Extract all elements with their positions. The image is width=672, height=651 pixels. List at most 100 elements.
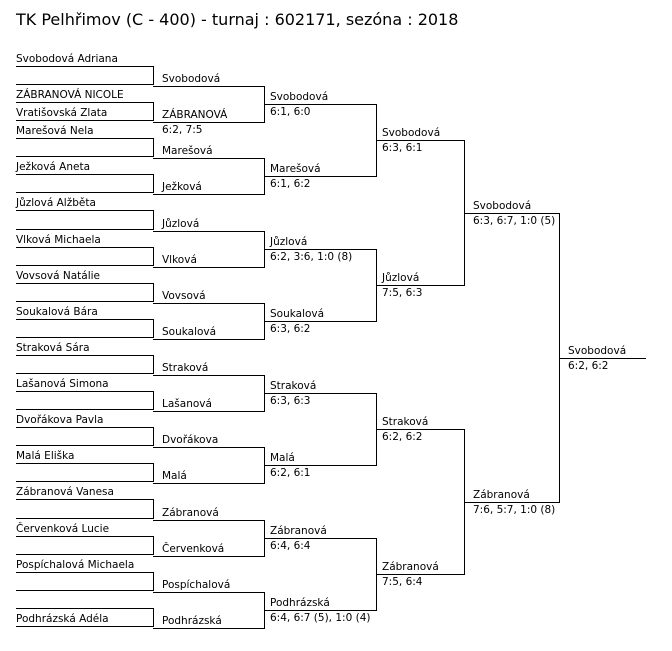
round2-winner: Svobodová: [270, 91, 329, 103]
final-line: [559, 358, 646, 359]
final-score: 6:2, 6:2: [568, 360, 609, 372]
round1-line: [153, 592, 264, 593]
round3-score: 6:3, 6:1: [382, 142, 423, 154]
player-name: Jůzlová Alžběta: [16, 197, 96, 209]
draw-line: [16, 192, 153, 193]
round1-line: [153, 231, 264, 232]
round1-line: [153, 158, 264, 159]
round2-winner: Marešová: [270, 163, 321, 175]
bracket-connector: [153, 319, 154, 338]
round1-line: [153, 628, 264, 629]
round3-line: [376, 285, 464, 286]
round2-winner: Zábranová: [270, 525, 327, 537]
semifinal-line: [464, 502, 559, 503]
draw-line: [16, 319, 153, 320]
player-name: Dvořákova Pavla: [16, 414, 104, 426]
draw-line: [16, 301, 153, 302]
bracket-connector: [153, 102, 154, 121]
round1-winner: Lašanová: [162, 398, 212, 410]
round1-winner: Podhrázská: [162, 615, 222, 627]
player-name: Lašanová Simona: [16, 378, 109, 390]
draw-line: [16, 120, 153, 121]
draw-line: [16, 391, 153, 392]
bracket-connector: [153, 283, 154, 302]
round1-line: [153, 267, 264, 268]
round2-line: [264, 176, 376, 177]
player-name: Malá Eliška: [16, 450, 75, 462]
draw-line: [16, 554, 153, 555]
round1-line: [153, 556, 264, 557]
round3-winner: Jůzlová: [382, 272, 420, 284]
semifinal-score: 7:6, 5:7, 1:0 (8): [473, 504, 556, 516]
round1-line: [153, 194, 264, 195]
bracket-connector: [153, 174, 154, 193]
round2-line: [264, 104, 376, 105]
draw-line: [16, 156, 153, 157]
round2-winner: Malá: [270, 452, 295, 464]
round2-winner: Soukalová: [270, 308, 325, 320]
round1-line: [153, 483, 264, 484]
round1-line: [153, 122, 264, 123]
draw-line: [16, 427, 153, 428]
round2-score: 6:2, 6:1: [270, 467, 311, 479]
round2-score: 6:4, 6:4: [270, 540, 311, 552]
champion-name: Svobodová: [568, 345, 627, 357]
player-name: ZÁBRANOVÁ NICOLE: [16, 89, 124, 101]
draw-line: [16, 229, 153, 230]
round1-score: 6:2, 7:5: [162, 124, 203, 136]
round2-line: [264, 249, 376, 250]
draw-line: [16, 518, 153, 519]
round1-winner: Straková: [162, 362, 209, 374]
player-name: Podhrázská Adéla: [16, 613, 109, 625]
player-name: Vlková Michaela: [16, 234, 101, 246]
round1-winner: Vlková: [162, 254, 197, 266]
round1-winner: Jůzlová: [162, 218, 200, 230]
draw-line: [16, 572, 153, 573]
round1-winner: Pospíchalová: [162, 579, 231, 591]
round1-line: [153, 303, 264, 304]
round3-line: [376, 140, 464, 141]
semifinal-line: [464, 213, 559, 214]
semifinal-winner: Svobodová: [473, 200, 532, 212]
round1-line: [153, 520, 264, 521]
player-name: Vovsová Natálie: [16, 270, 101, 282]
player-name: Vratišovská Zlata: [16, 107, 108, 119]
round3-line: [376, 429, 464, 430]
bracket-connector: [153, 572, 154, 591]
player-name: Červenková Lucie: [16, 523, 110, 535]
round1-winner: Červenková: [162, 543, 225, 555]
round1-line: [153, 86, 264, 87]
bracket-connector: [153, 499, 154, 519]
draw-line: [16, 210, 153, 211]
player-name: Marešová Nela: [16, 125, 94, 137]
draw-line: [16, 265, 153, 266]
draw-line: [16, 608, 153, 609]
bracket-connector: [153, 138, 154, 157]
semifinal-winner: Zábranová: [473, 489, 530, 501]
draw-line: [16, 174, 153, 175]
round2-winner: Straková: [270, 380, 317, 392]
draw-line: [16, 138, 153, 139]
round1-winner: Soukalová: [162, 326, 217, 338]
player-name: Svobodová Adriana: [16, 53, 118, 65]
draw-line: [16, 337, 153, 338]
round2-score: 6:3, 6:3: [270, 395, 311, 407]
round2-score: 6:3, 6:2: [270, 323, 311, 335]
bracket-connector: [153, 463, 154, 482]
draw-line: [16, 283, 153, 284]
round2-line: [264, 610, 376, 611]
bracket-connector: [153, 210, 154, 230]
draw-line: [16, 355, 153, 356]
round2-winner: Podhrázská: [270, 597, 330, 609]
round1-winner: Svobodová: [162, 73, 221, 85]
round1-winner: Zábranová: [162, 507, 219, 519]
player-name: Ježková Aneta: [16, 161, 91, 173]
draw-line: [16, 499, 153, 500]
player-name: Zábranová Vanesa: [16, 486, 114, 498]
draw-line: [16, 102, 153, 103]
draw-line: [16, 409, 153, 410]
round2-line: [264, 465, 376, 466]
round3-score: 7:5, 6:4: [382, 576, 423, 588]
semifinal-score: 6:3, 6:7, 1:0 (5): [473, 215, 556, 227]
draw-line: [16, 626, 153, 627]
